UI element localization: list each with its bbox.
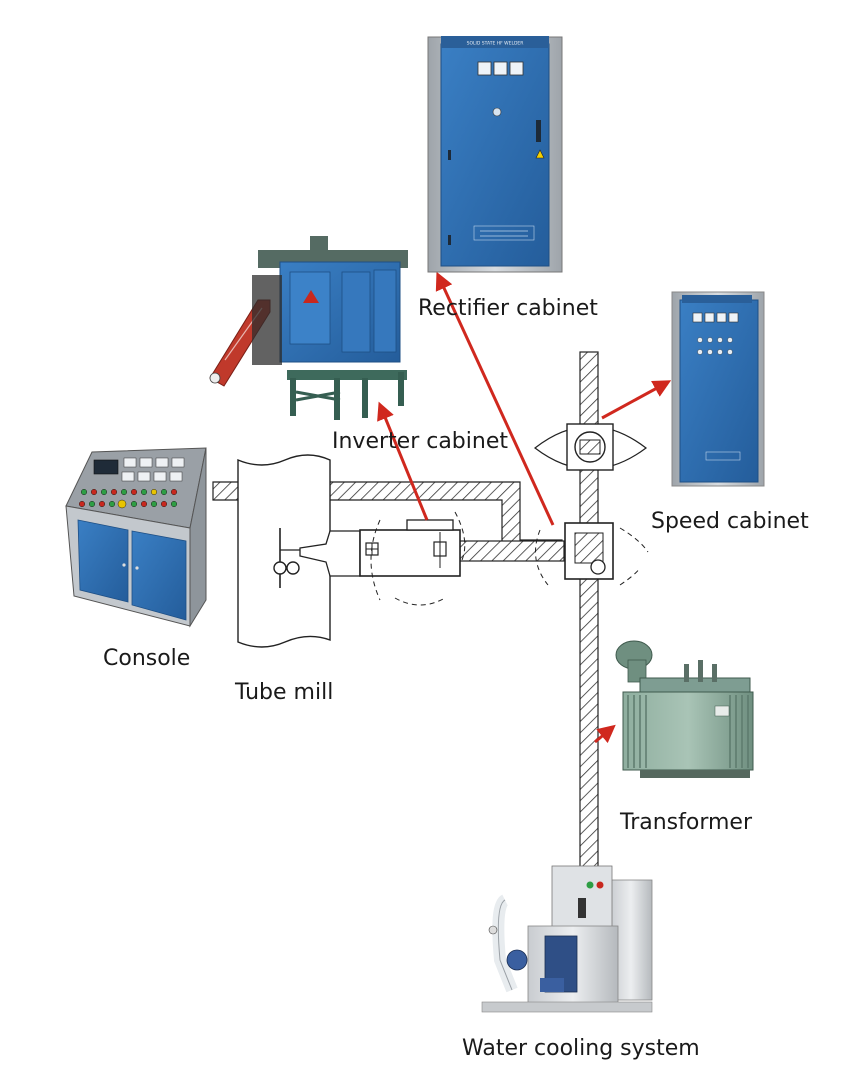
tube-mill-drawing — [237, 454, 466, 648]
arrow-to-rectifier — [435, 271, 555, 526]
water-cooling-system-image — [481, 865, 653, 1013]
rectifier-nameplate: SOLID STATE HF WELDER — [467, 41, 524, 47]
warning-icon — [535, 149, 545, 159]
label-speed-cabinet: Speed cabinet — [651, 509, 809, 534]
junction-box — [535, 522, 649, 586]
arrow-to-speed-cabinet — [601, 380, 672, 420]
label-inverter-cabinet: Inverter cabinet — [332, 429, 508, 454]
label-water-cooling-system: Water cooling system — [462, 1036, 700, 1061]
label-tube-mill: Tube mill — [235, 680, 334, 705]
speed-connector-eye — [534, 423, 647, 471]
inverter-cabinet-image — [209, 236, 408, 420]
connection-arrows — [377, 271, 672, 744]
arrow-to-transformer — [594, 724, 616, 744]
label-rectifier-cabinet: Rectifier cabinet — [418, 296, 598, 321]
console-image — [65, 447, 207, 628]
label-console: Console — [103, 646, 191, 671]
speed-cabinet-image — [671, 291, 765, 487]
label-transformer: Transformer — [620, 810, 753, 835]
brand-logo-icon — [303, 290, 319, 303]
rectifier-cabinet-image: SOLID STATE HF WELDER — [427, 36, 563, 273]
transformer-image — [615, 640, 754, 778]
arrow-to-inverter — [377, 401, 429, 521]
